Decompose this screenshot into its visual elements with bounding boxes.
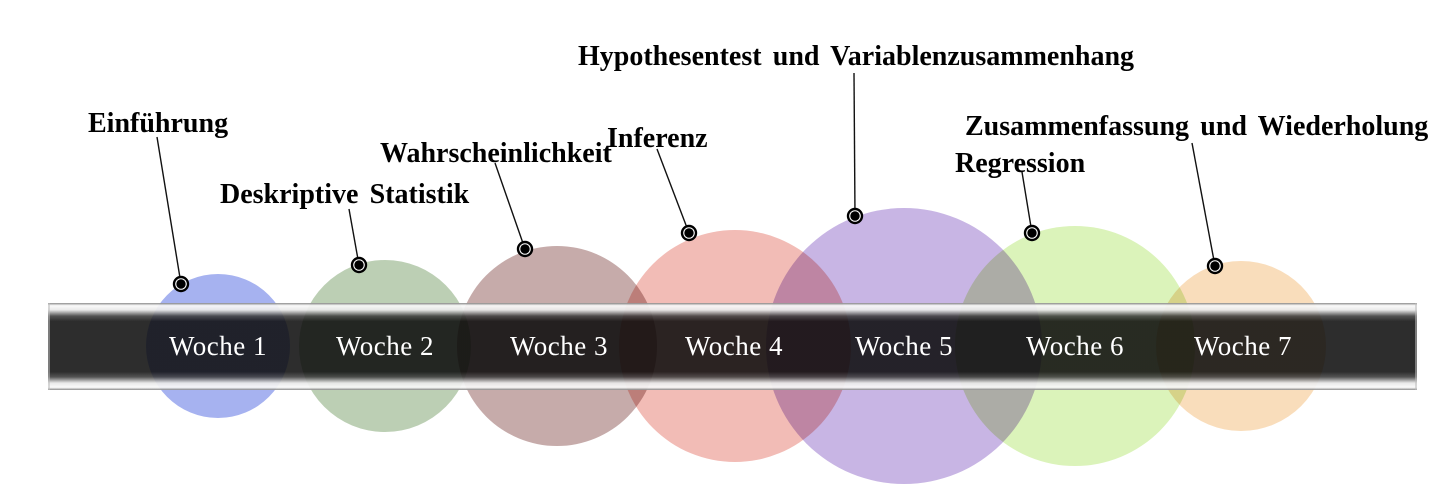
week-label-3: Woche 3 <box>509 331 609 361</box>
topic-label-deskriptive: Deskriptive Statistik <box>220 179 470 210</box>
pointer-line-4 <box>656 148 690 234</box>
topic-label-wahrscheinlichkeit: Wahrscheinlichkeit <box>380 138 612 169</box>
topic-label-zusammenfassung: Zusammenfassung und Wiederholung <box>965 111 1429 142</box>
pointer-line-7 <box>1191 142 1216 267</box>
pointer-line-1 <box>156 136 182 285</box>
topic-label-hypothesentest: Hypothesentest und Variablenzusammenhang <box>578 41 1135 72</box>
week-label-1: Woche 1 <box>168 331 268 361</box>
pointer-line-5 <box>853 72 856 217</box>
topic-label-einfuehrung: Einführung <box>88 108 229 139</box>
pointer-line-6 <box>1021 171 1033 234</box>
week-label-2: Woche 2 <box>335 331 435 361</box>
week-label-4: Woche 4 <box>684 331 784 361</box>
week-label-7: Woche 7 <box>1193 331 1293 361</box>
week-label-5: Woche 5 <box>854 331 954 361</box>
topic-label-regression: Regression <box>955 148 1086 179</box>
topic-label-inferenz: Inferenz <box>607 123 708 154</box>
pointer-line-3 <box>494 162 526 250</box>
week-label-6: Woche 6 <box>1025 331 1125 361</box>
timeline-bar <box>48 303 1417 390</box>
pointer-line-2 <box>348 208 360 266</box>
